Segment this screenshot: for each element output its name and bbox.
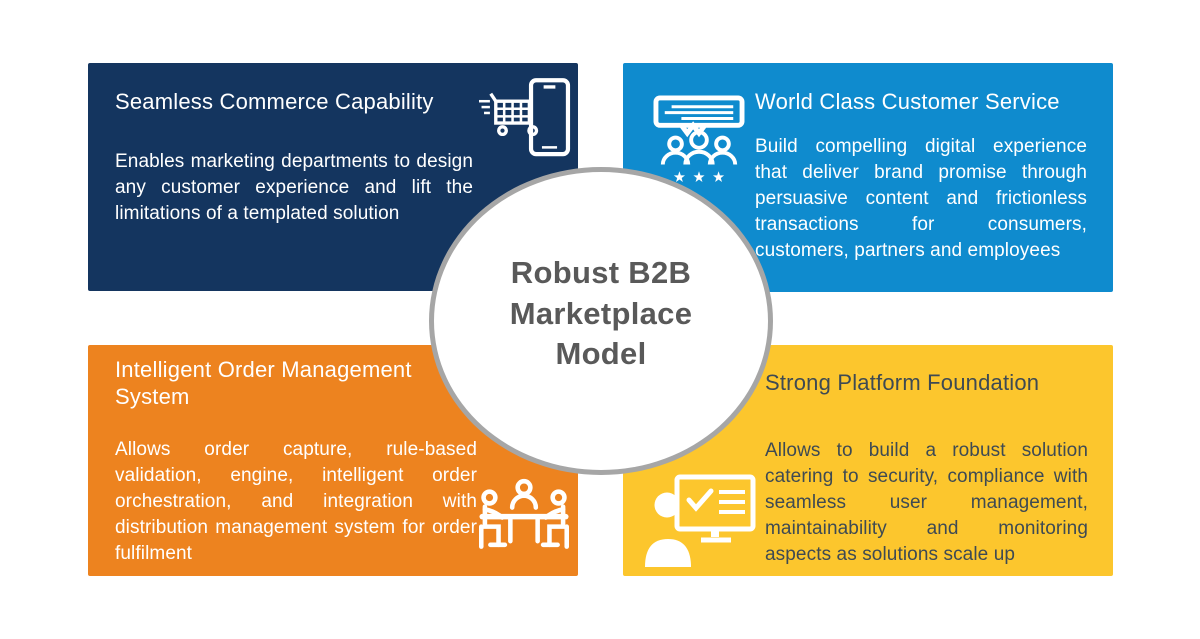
center-circle: Robust B2B Marketplace Model — [429, 167, 773, 475]
team-meeting-table-icon — [474, 475, 574, 571]
panel-title: Strong Platform Foundation — [765, 370, 1040, 395]
panel-body: Allows to build a robust solution cateri… — [765, 439, 1088, 565]
panel-body: Enables marketing departments to design … — [115, 150, 473, 224]
center-title-line2: Marketplace — [509, 295, 693, 331]
panel-body: Build compelling digital experience that… — [755, 135, 1087, 261]
person-monitor-checklist-icon — [645, 473, 763, 571]
panel-body: Allows order capture, rule-based validat… — [115, 438, 477, 564]
center-title: Robust B2B Marketplace Model — [510, 253, 693, 376]
center-title-line3: Model — [555, 336, 647, 372]
center-title-line1: Robust B2B — [510, 254, 692, 290]
panel-seamless-commerce: Seamless Commerce Capability Enables mar… — [88, 63, 578, 291]
customer-service-rating-icon — [650, 83, 755, 274]
panel-title: Intelligent Order Management System — [115, 357, 412, 409]
panel-title: World Class Customer Service — [755, 89, 1060, 114]
mobile-commerce-cart-icon — [479, 71, 573, 165]
panel-title: Seamless Commerce Capability — [115, 89, 434, 114]
panel-platform-foundation: Strong Platform Foundation Allows to bui… — [623, 345, 1113, 576]
